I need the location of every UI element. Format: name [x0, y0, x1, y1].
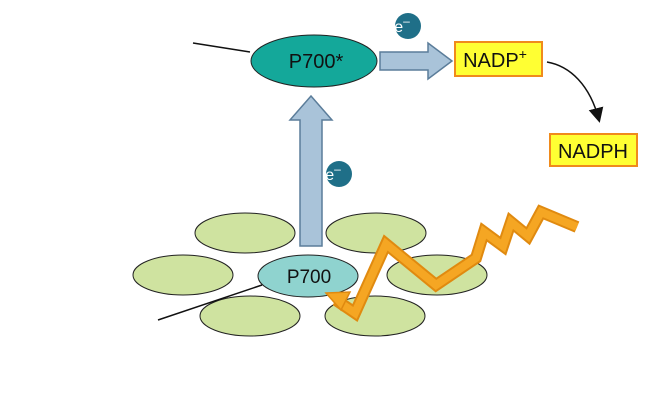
electron-transfer-arrow-right	[379, 41, 454, 81]
reduction-curved-arrow	[546, 61, 604, 123]
p700-excited-center	[250, 34, 378, 88]
light-ray-arrowhead	[324, 291, 352, 312]
electron-transfer-arrow-up	[288, 94, 334, 247]
electron-badge-top: e–	[394, 13, 421, 39]
connector-line-top	[192, 42, 251, 53]
electron-symbol: e–	[394, 14, 410, 36]
nadp-plus-label: NADP+	[463, 46, 527, 72]
electron-badge-mid: e–	[325, 161, 352, 187]
electron-icon	[395, 13, 421, 39]
nadp-charge: +	[519, 46, 527, 62]
electron-charge: –	[334, 162, 341, 176]
nadp-base: NADP	[463, 50, 519, 72]
antenna-pigment-1	[194, 212, 296, 254]
nadph-box	[549, 133, 638, 167]
electron-symbol: e–	[325, 162, 341, 184]
antenna-pigment-5	[199, 295, 301, 337]
electron-charge: –	[403, 14, 410, 28]
p700-excited-label: P700*	[289, 51, 344, 73]
nadph-label: NADPH	[558, 141, 628, 163]
light-ray-zigzag-inner	[333, 206, 579, 320]
connector-line-bottom	[157, 284, 263, 321]
electron-icon	[326, 161, 352, 187]
antenna-pigment-2	[325, 212, 427, 254]
electron-letter: e	[394, 19, 403, 36]
p700-label: P700	[287, 267, 331, 288]
electron-letter: e	[325, 167, 334, 184]
nadp-plus-box	[454, 41, 543, 77]
antenna-pigment-3	[132, 254, 234, 296]
p700-reaction-center	[257, 254, 359, 298]
